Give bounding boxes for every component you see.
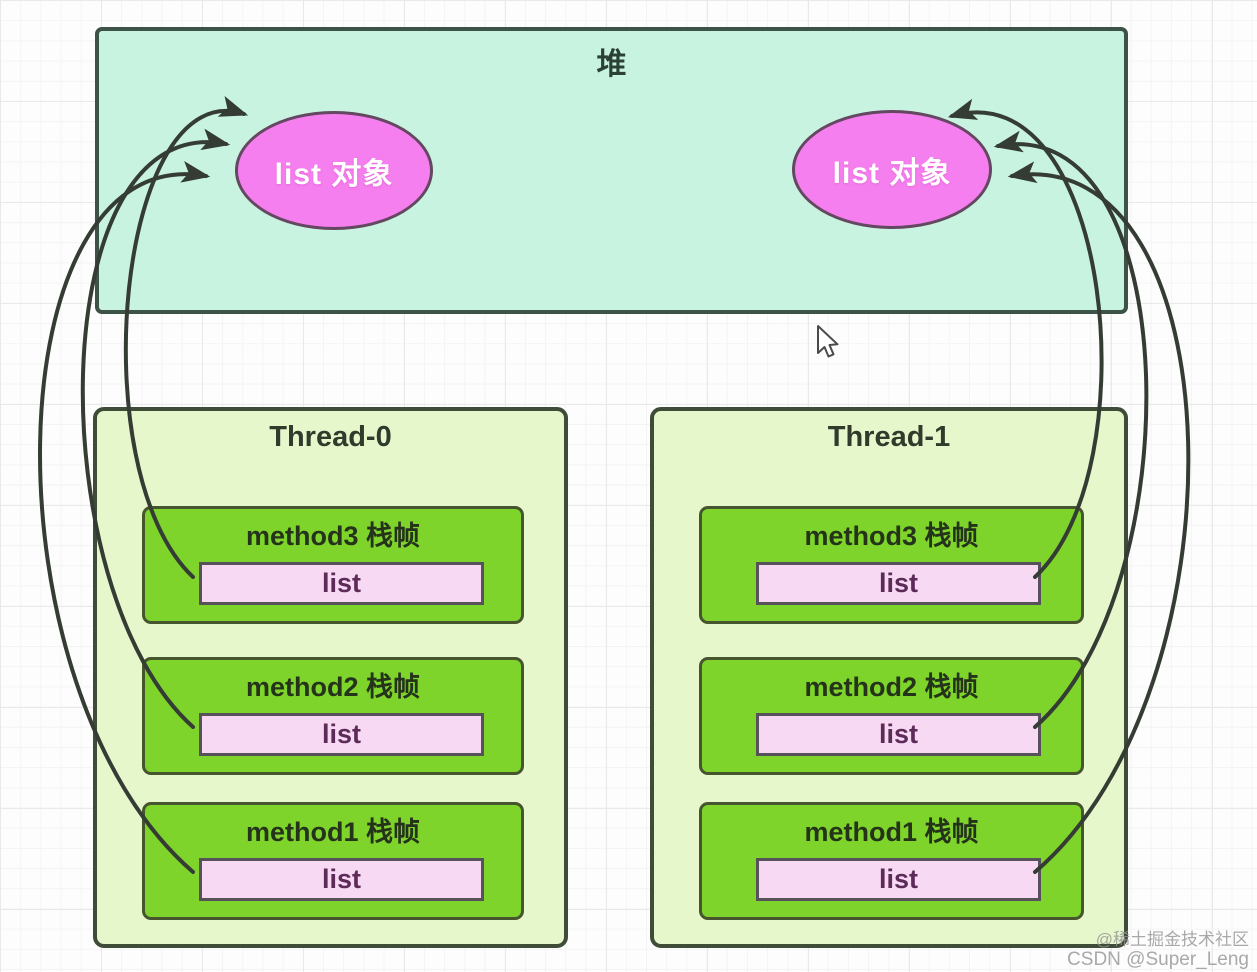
thread-1-box: Thread-1 method3 栈帧 list method2 栈帧 list… <box>650 407 1128 948</box>
variable-box: list <box>199 562 484 605</box>
variable-box: list <box>756 713 1041 756</box>
heap-label: 堆 <box>596 48 627 81</box>
thread-0-box: Thread-0 method3 栈帧 list method2 栈帧 list… <box>93 407 568 948</box>
variable-label: list <box>321 719 361 749</box>
watermark-line-1: @稀土掘金技术社区 <box>1095 929 1249 949</box>
thread-1-frame-method2: method2 栈帧 list <box>699 657 1084 775</box>
frame-title: method3 栈帧 <box>245 521 420 551</box>
mouse-cursor-icon <box>817 325 839 358</box>
thread-1-title: Thread-1 <box>827 421 951 453</box>
thread-0-frame-method2: method2 栈帧 list <box>142 657 524 775</box>
frame-title: method3 栈帧 <box>804 521 979 551</box>
thread-1-frame-method1: method1 栈帧 list <box>699 802 1084 920</box>
heap-object-left-label: list 对象 <box>274 157 394 191</box>
heap-object-right-label: list 对象 <box>832 156 952 190</box>
thread-0-frame-method3: method3 栈帧 list <box>142 506 524 624</box>
variable-label: list <box>321 864 361 894</box>
thread-1-frame-method3: method3 栈帧 list <box>699 506 1084 624</box>
variable-box: list <box>756 562 1041 605</box>
frame-title: method1 栈帧 <box>245 817 420 847</box>
variable-label: list <box>321 568 361 598</box>
watermark: @稀土掘金技术社区 CSDN @Super_Leng <box>1067 930 1249 970</box>
thread-0-title: Thread-0 <box>269 421 392 453</box>
variable-label: list <box>878 568 918 598</box>
variable-box: list <box>199 858 484 901</box>
variable-box: list <box>199 713 484 756</box>
thread-0-frame-method1: method1 栈帧 list <box>142 802 524 920</box>
frame-title: method2 栈帧 <box>245 672 420 702</box>
frame-title: method1 栈帧 <box>804 817 979 847</box>
heap-object-left: list 对象 <box>235 111 433 230</box>
variable-label: list <box>878 864 918 894</box>
variable-box: list <box>756 858 1041 901</box>
frame-title: method2 栈帧 <box>804 672 979 702</box>
heap-object-right: list 对象 <box>792 110 992 229</box>
variable-label: list <box>878 719 918 749</box>
watermark-line-2: CSDN @Super_Leng <box>1067 948 1249 970</box>
